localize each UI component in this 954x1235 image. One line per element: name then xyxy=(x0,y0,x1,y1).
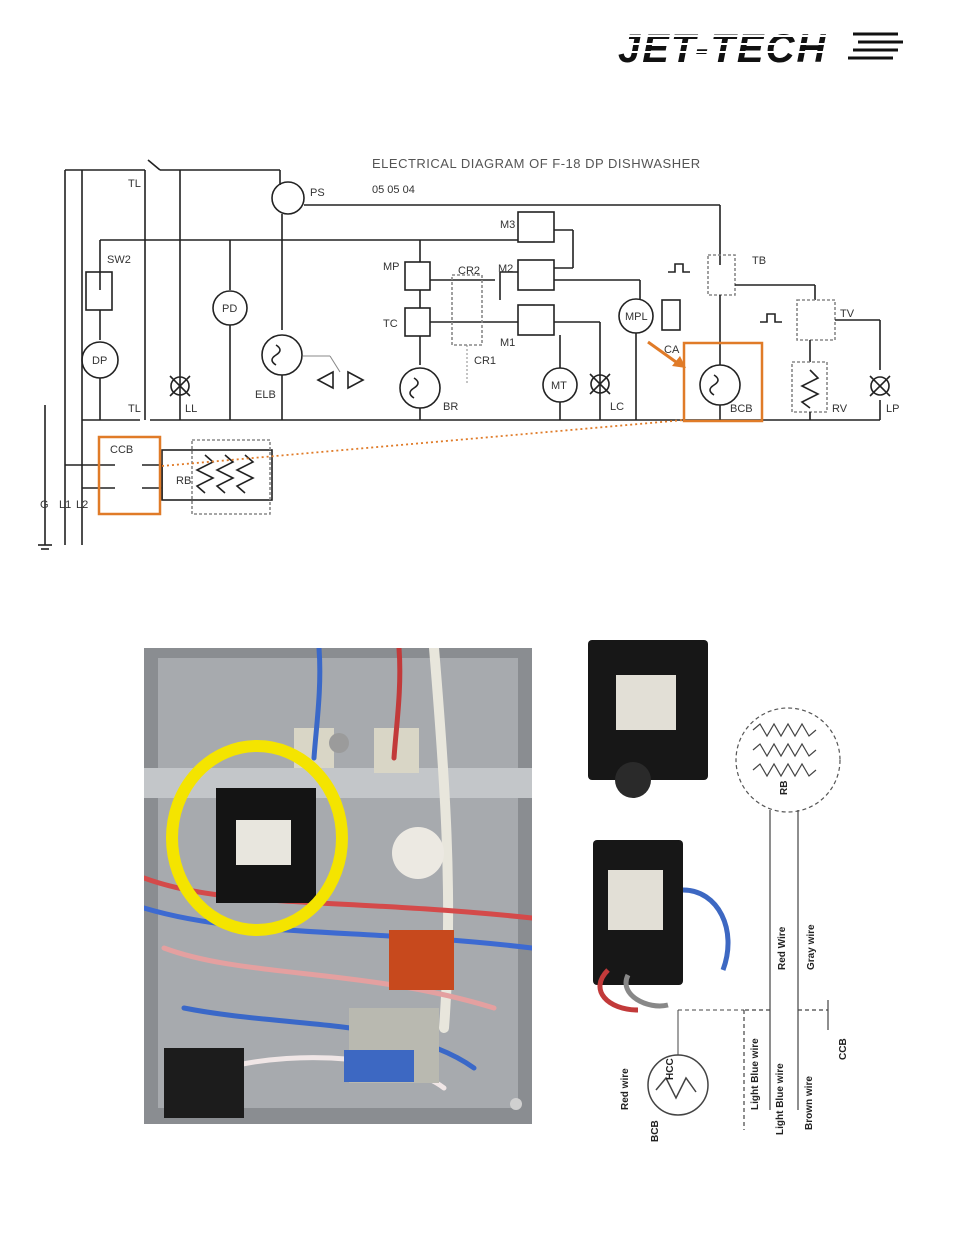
logo-text: JET-TECH xyxy=(618,27,827,71)
hcc-label: HCC xyxy=(665,1058,676,1080)
highlight-circle xyxy=(166,740,348,936)
electrical-diagram: ELECTRICAL DIAGRAM OF F-18 DP DISHWASHER… xyxy=(38,156,899,550)
label-cr2: CR2 xyxy=(458,265,480,277)
red-wire-label-top: Red Wire xyxy=(777,926,788,970)
label-tl-top: TL xyxy=(128,178,141,190)
jet-tech-logo: JET-TECH xyxy=(618,27,903,71)
ccb-label: CCB xyxy=(838,1038,849,1060)
label-cr1: CR1 xyxy=(474,355,496,367)
label-elb: ELB xyxy=(255,389,276,401)
label-tb: TB xyxy=(752,255,766,267)
label-m3: M3 xyxy=(500,219,515,231)
label-mpl: MPL xyxy=(625,311,648,323)
label-ps: PS xyxy=(310,187,325,199)
label-bcb: BCB xyxy=(730,403,753,415)
label-dp: DP xyxy=(92,355,107,367)
label-ccb: CCB xyxy=(110,444,133,456)
red-wire-label-bottom: Red wire xyxy=(620,1068,631,1110)
diagram-date: 05 05 04 xyxy=(372,184,415,196)
label-ca: CA xyxy=(664,344,680,356)
label-l2: L2 xyxy=(76,499,88,511)
rb-label: RB xyxy=(779,781,790,795)
ccb-wiring-schematic: RB Red Wire Gray wire CCB HCC BCB Red wi… xyxy=(588,640,849,1142)
label-mp: MP xyxy=(383,261,400,273)
label-m2: M2 xyxy=(498,263,513,275)
label-tl-bottom: TL xyxy=(128,403,141,415)
label-lp: LP xyxy=(886,403,899,415)
bcb-label: BCB xyxy=(650,1120,661,1142)
diagram-title: ELECTRICAL DIAGRAM OF F-18 DP DISHWASHER xyxy=(372,156,701,171)
label-rv: RV xyxy=(832,403,848,415)
label-m1: M1 xyxy=(500,337,515,349)
label-mt: MT xyxy=(551,380,567,392)
brown-wire-label: Brown wire xyxy=(804,1076,815,1130)
label-l1: L1 xyxy=(59,499,71,511)
label-pd: PD xyxy=(222,303,237,315)
label-ll: LL xyxy=(185,403,197,415)
label-tc: TC xyxy=(383,318,398,330)
label-br: BR xyxy=(443,401,458,413)
gray-wire-label: Gray wire xyxy=(806,924,817,970)
label-tv: TV xyxy=(840,308,855,320)
label-g: G xyxy=(40,499,49,511)
light-blue-wire-label-1: Light Blue wire xyxy=(750,1038,761,1110)
contactor-image-top xyxy=(588,640,708,798)
label-sw2: SW2 xyxy=(107,254,131,266)
label-lc: LC xyxy=(610,401,624,413)
label-rb: RB xyxy=(176,475,191,487)
control-box-photo xyxy=(144,648,532,1124)
light-blue-wire-label-2: Light Blue wire xyxy=(775,1063,786,1135)
contactor-image-bottom xyxy=(593,840,731,1013)
